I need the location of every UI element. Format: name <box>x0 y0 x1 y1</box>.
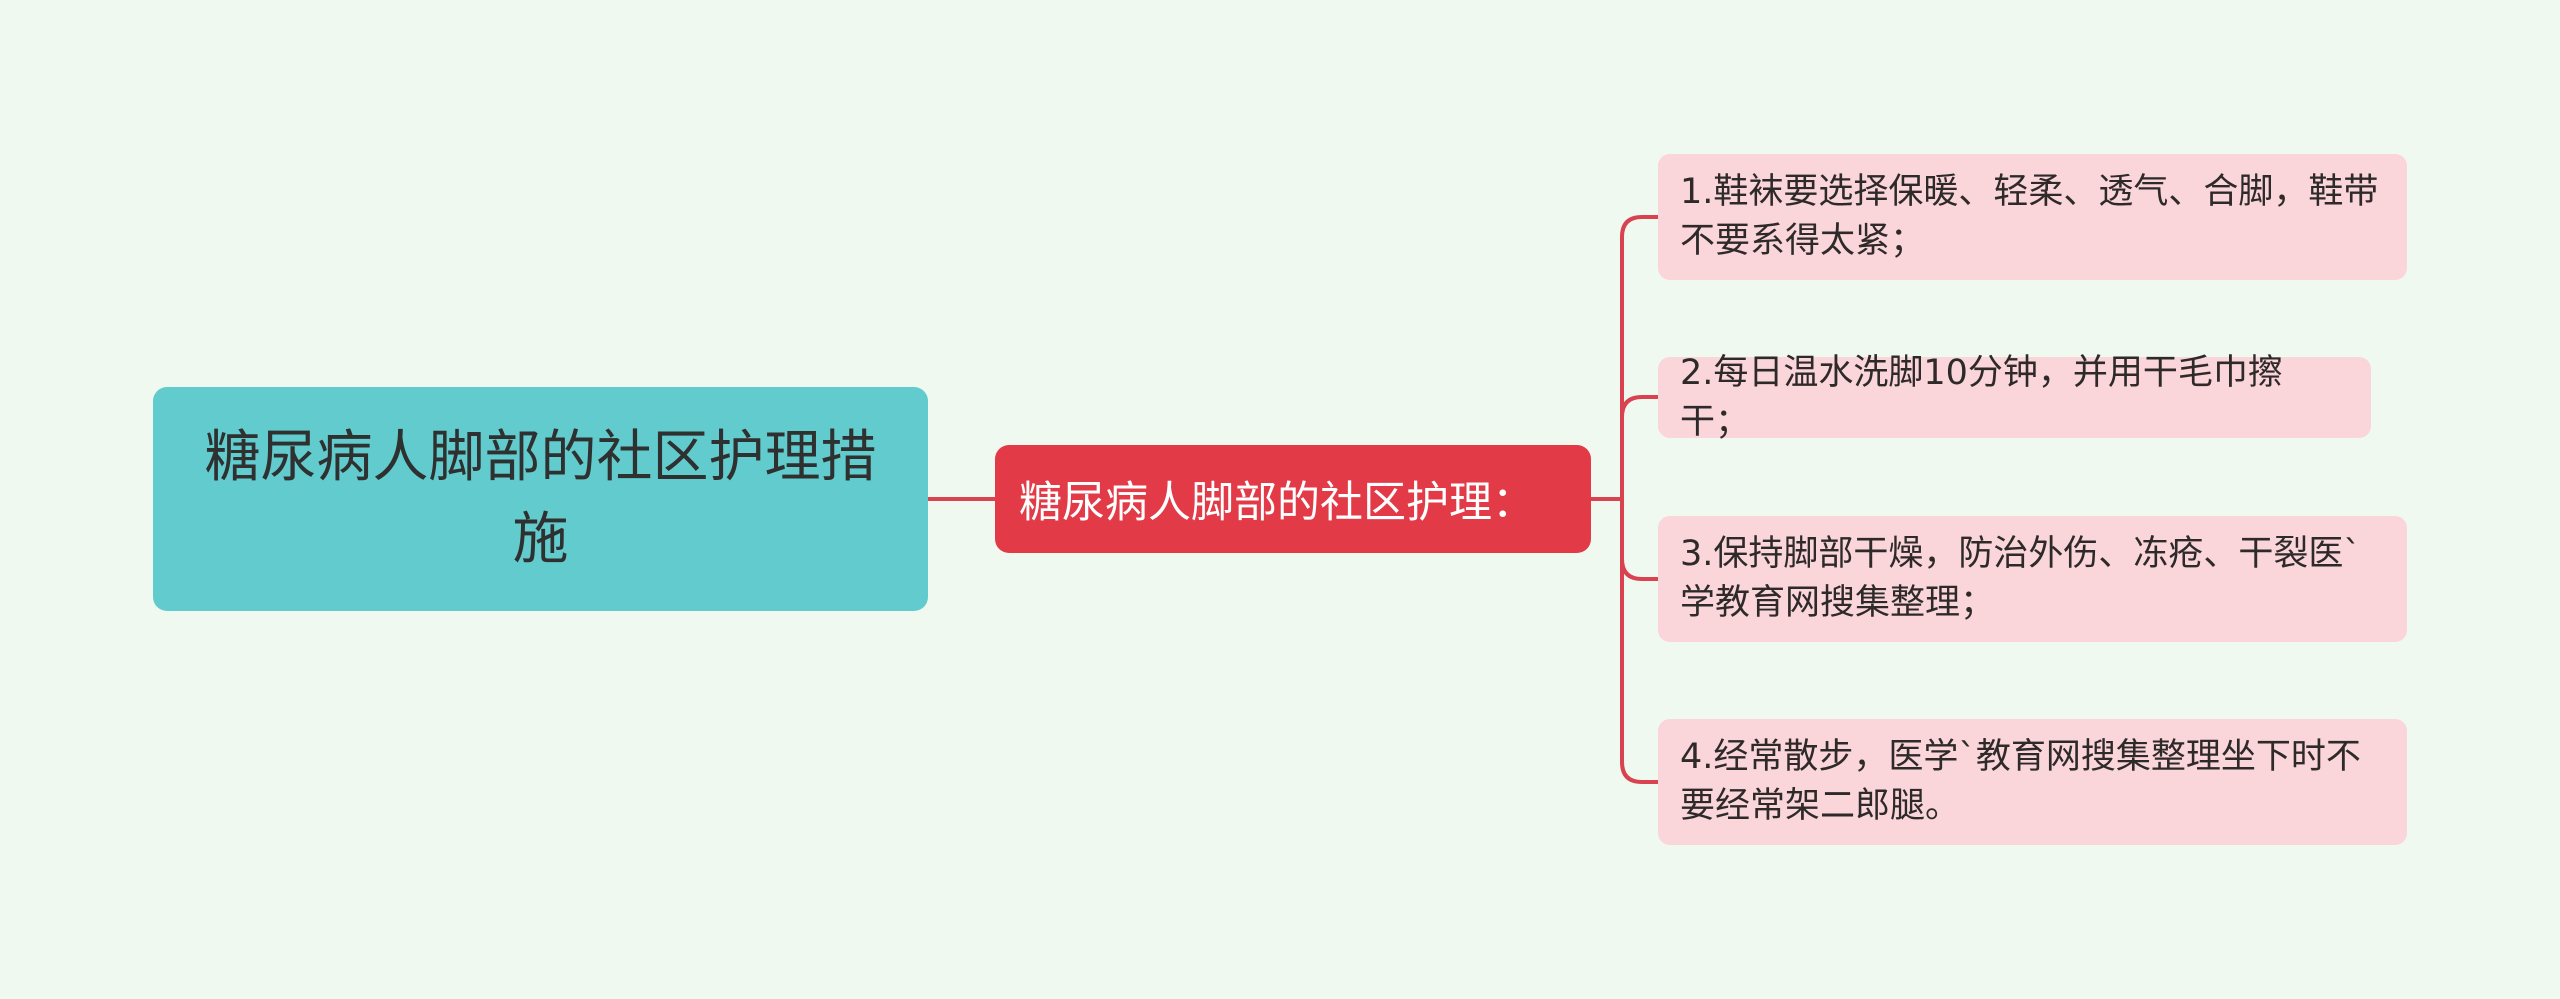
leaf-2-connector <box>1620 395 1660 501</box>
leaf-node-3[interactable]: 3.保持脚部干燥，防治外伤、冻疮、干裂医`学教育网搜集整理； <box>1658 516 2407 642</box>
leaf-node-4[interactable]: 4.经常散步，医学`教育网搜集整理坐下时不要经常架二郎腿。 <box>1658 719 2407 845</box>
leaf-node-1-label: 1.鞋袜要选择保暖、轻柔、透气、合脚，鞋带不要系得太紧； <box>1680 172 2379 261</box>
leaf-4-connector <box>1620 497 1660 784</box>
leaf-node-4-label: 4.经常散步，医学`教育网搜集整理坐下时不要经常架二郎腿。 <box>1680 737 2361 826</box>
leaf-node-2-label: 2.每日温水洗脚10分钟，并用干毛巾擦干； <box>1680 352 2283 442</box>
leaf-3-connector <box>1620 497 1660 581</box>
root-node[interactable]: 糖尿病人脚部的社区护理措施 <box>153 387 928 611</box>
branch-node-label: 糖尿病人脚部的社区护理： <box>1019 478 1535 528</box>
leaf-node-3-label: 3.保持脚部干燥，防治外伤、冻疮、干裂医`学教育网搜集整理； <box>1680 534 2361 623</box>
branch-node[interactable]: 糖尿病人脚部的社区护理： <box>995 445 1591 553</box>
leaf-1-connector <box>1620 215 1660 501</box>
root-node-label: 糖尿病人脚部的社区护理措施 <box>204 425 877 572</box>
leaf-node-1[interactable]: 1.鞋袜要选择保暖、轻柔、透气、合脚，鞋带不要系得太紧； <box>1658 154 2407 280</box>
leaf-node-2[interactable]: 2.每日温水洗脚10分钟，并用干毛巾擦干； <box>1658 353 2371 442</box>
